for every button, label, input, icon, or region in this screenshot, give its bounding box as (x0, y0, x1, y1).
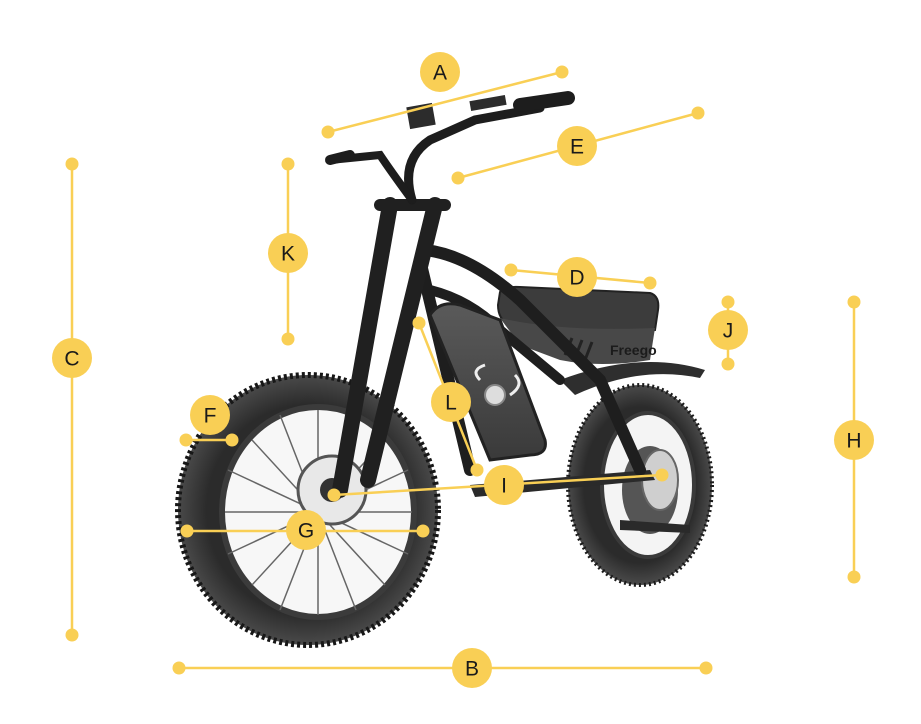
endpoint-dot (643, 276, 657, 290)
endpoint-dot (416, 524, 430, 538)
marker-label: H (846, 430, 861, 453)
endpoint-dot (451, 171, 465, 185)
endpoint-dot (412, 316, 426, 330)
marker-label: E (570, 136, 584, 159)
marker-badge (708, 310, 748, 350)
endpoint-dot (691, 106, 705, 120)
marker-badge (52, 338, 92, 378)
marker-label: A (433, 62, 447, 85)
dimension-marker-h: H (834, 295, 874, 584)
marker-label: F (204, 405, 217, 428)
endpoint-dot (179, 433, 193, 447)
marker-label: I (501, 475, 507, 498)
endpoint-dot (65, 157, 79, 171)
dimension-line (327, 70, 563, 134)
marker-badge (834, 420, 874, 460)
dimension-marker-k: K (268, 157, 308, 346)
dimension-marker-e: E (451, 106, 705, 185)
marker-label: C (64, 348, 79, 371)
dimension-markers: A B C D E F G H I J K L (52, 52, 874, 688)
bike-illustration: Freego (175, 91, 714, 648)
marker-label: G (298, 520, 314, 543)
dimension-marker-d: D (504, 257, 657, 297)
marker-badge (420, 52, 460, 92)
endpoint-dot (65, 628, 79, 642)
endpoint-dot (721, 295, 735, 309)
endpoint-dot (327, 488, 341, 502)
endpoint-dot (281, 157, 295, 171)
marker-badge (286, 510, 326, 550)
marker-badge (431, 382, 471, 422)
endpoint-dot (180, 524, 194, 538)
dimension-marker-g: G (180, 510, 430, 550)
marker-badge (484, 465, 524, 505)
marker-label: L (445, 392, 457, 415)
handlebar (325, 91, 575, 205)
endpoint-dot (655, 468, 669, 482)
marker-badge (268, 233, 308, 273)
dimension-marker-a: A (321, 52, 569, 139)
endpoint-dot (699, 661, 713, 675)
marker-label: K (281, 243, 295, 266)
endpoint-dot (847, 570, 861, 584)
endpoint-dot (321, 125, 335, 139)
endpoint-dot (721, 357, 735, 371)
dimension-marker-l: L (412, 316, 484, 477)
marker-label: D (569, 267, 584, 290)
display (406, 102, 436, 130)
front-fork (332, 197, 451, 498)
endpoint-dot (281, 332, 295, 346)
marker-label: B (465, 658, 479, 681)
endpoint-dot (470, 463, 484, 477)
endpoint-dot (555, 65, 569, 79)
marker-badge (557, 257, 597, 297)
endpoint-dot (847, 295, 861, 309)
dimension-marker-b: B (172, 648, 713, 688)
marker-label: J (723, 320, 734, 343)
endpoint-dot (172, 661, 186, 675)
dimension-marker-f: F (179, 395, 239, 447)
marker-badge (557, 126, 597, 166)
dimension-marker-i: I (327, 465, 669, 505)
endpoint-dot (504, 263, 518, 277)
dimension-marker-c: C (52, 157, 92, 642)
brand-logo-text: Freego (610, 342, 657, 358)
dimension-marker-j: J (708, 295, 748, 371)
endpoint-dot (225, 433, 239, 447)
battery-pack (428, 302, 547, 462)
marker-badge (190, 395, 230, 435)
marker-badge (452, 648, 492, 688)
